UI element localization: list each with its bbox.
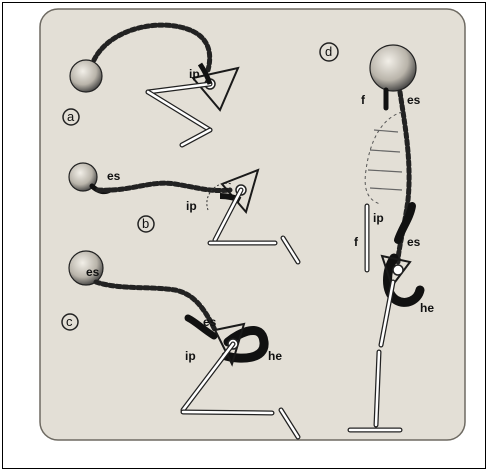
head-d: [370, 45, 416, 91]
shin-c-inner: [183, 412, 272, 413]
label-c-es-left: es: [86, 265, 100, 279]
label-c-ip: ip: [185, 349, 196, 363]
label-c-es: es: [203, 315, 217, 329]
label-d-ip: ip: [373, 211, 384, 225]
label-d-es-top: es: [407, 93, 421, 107]
panel-label-a: a: [67, 109, 75, 124]
panel-label-c: c: [66, 314, 73, 329]
label-a-ip: ip: [189, 67, 200, 81]
label-b-es: es: [107, 169, 121, 183]
label-d-es: es: [407, 235, 421, 249]
head-a: [70, 60, 102, 92]
panel-label-b: b: [142, 216, 149, 231]
label-d-he: he: [420, 301, 434, 315]
hip-joint-d: [393, 265, 403, 275]
label-c-he: he: [268, 349, 282, 363]
label-b-ip: ip: [186, 199, 197, 213]
panel-label-d: d: [325, 44, 332, 59]
